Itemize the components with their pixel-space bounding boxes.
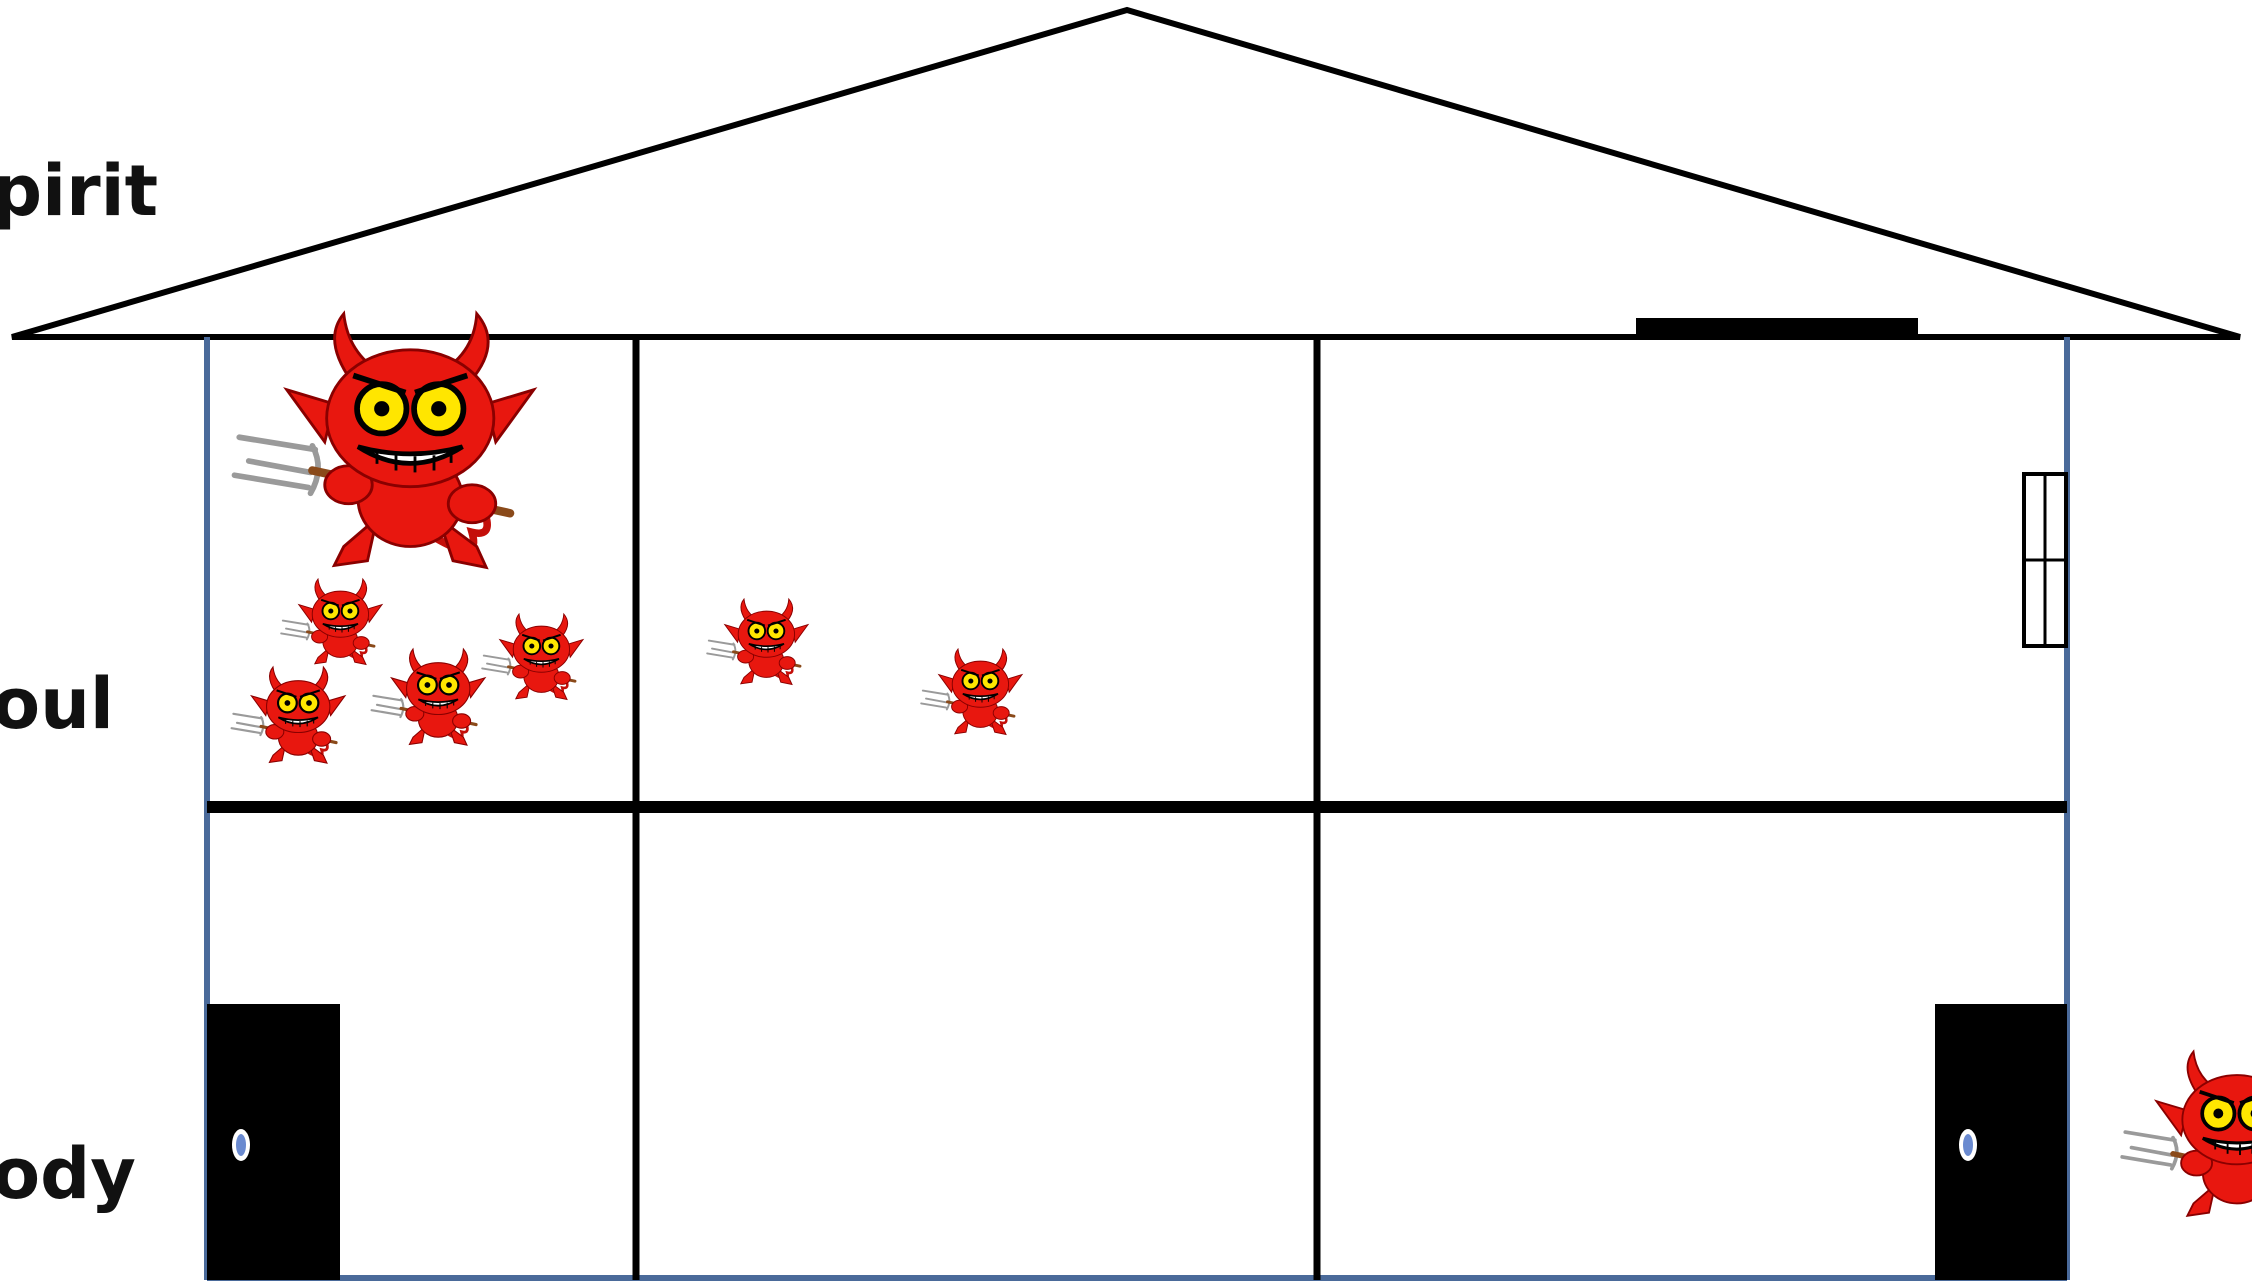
small-devil-icon [707, 599, 808, 684]
roof-vent [1636, 318, 1918, 336]
spirit-label: pirit [0, 150, 158, 232]
body-label: ody [0, 1133, 136, 1215]
soul-label: oul [0, 663, 114, 745]
window-icon [2024, 474, 2066, 646]
small-devil-icon [921, 649, 1022, 734]
small-devil-icon [232, 667, 345, 763]
roof [12, 10, 2240, 337]
outside-devil-icon [2122, 1052, 2252, 1218]
small-devil-icon [372, 649, 485, 745]
large-devil-icon [234, 314, 533, 568]
small-devil-icon [281, 579, 382, 664]
right-door-icon [1935, 1004, 2067, 1280]
small-devil-icon [482, 614, 583, 699]
left-door-icon [207, 1004, 340, 1280]
